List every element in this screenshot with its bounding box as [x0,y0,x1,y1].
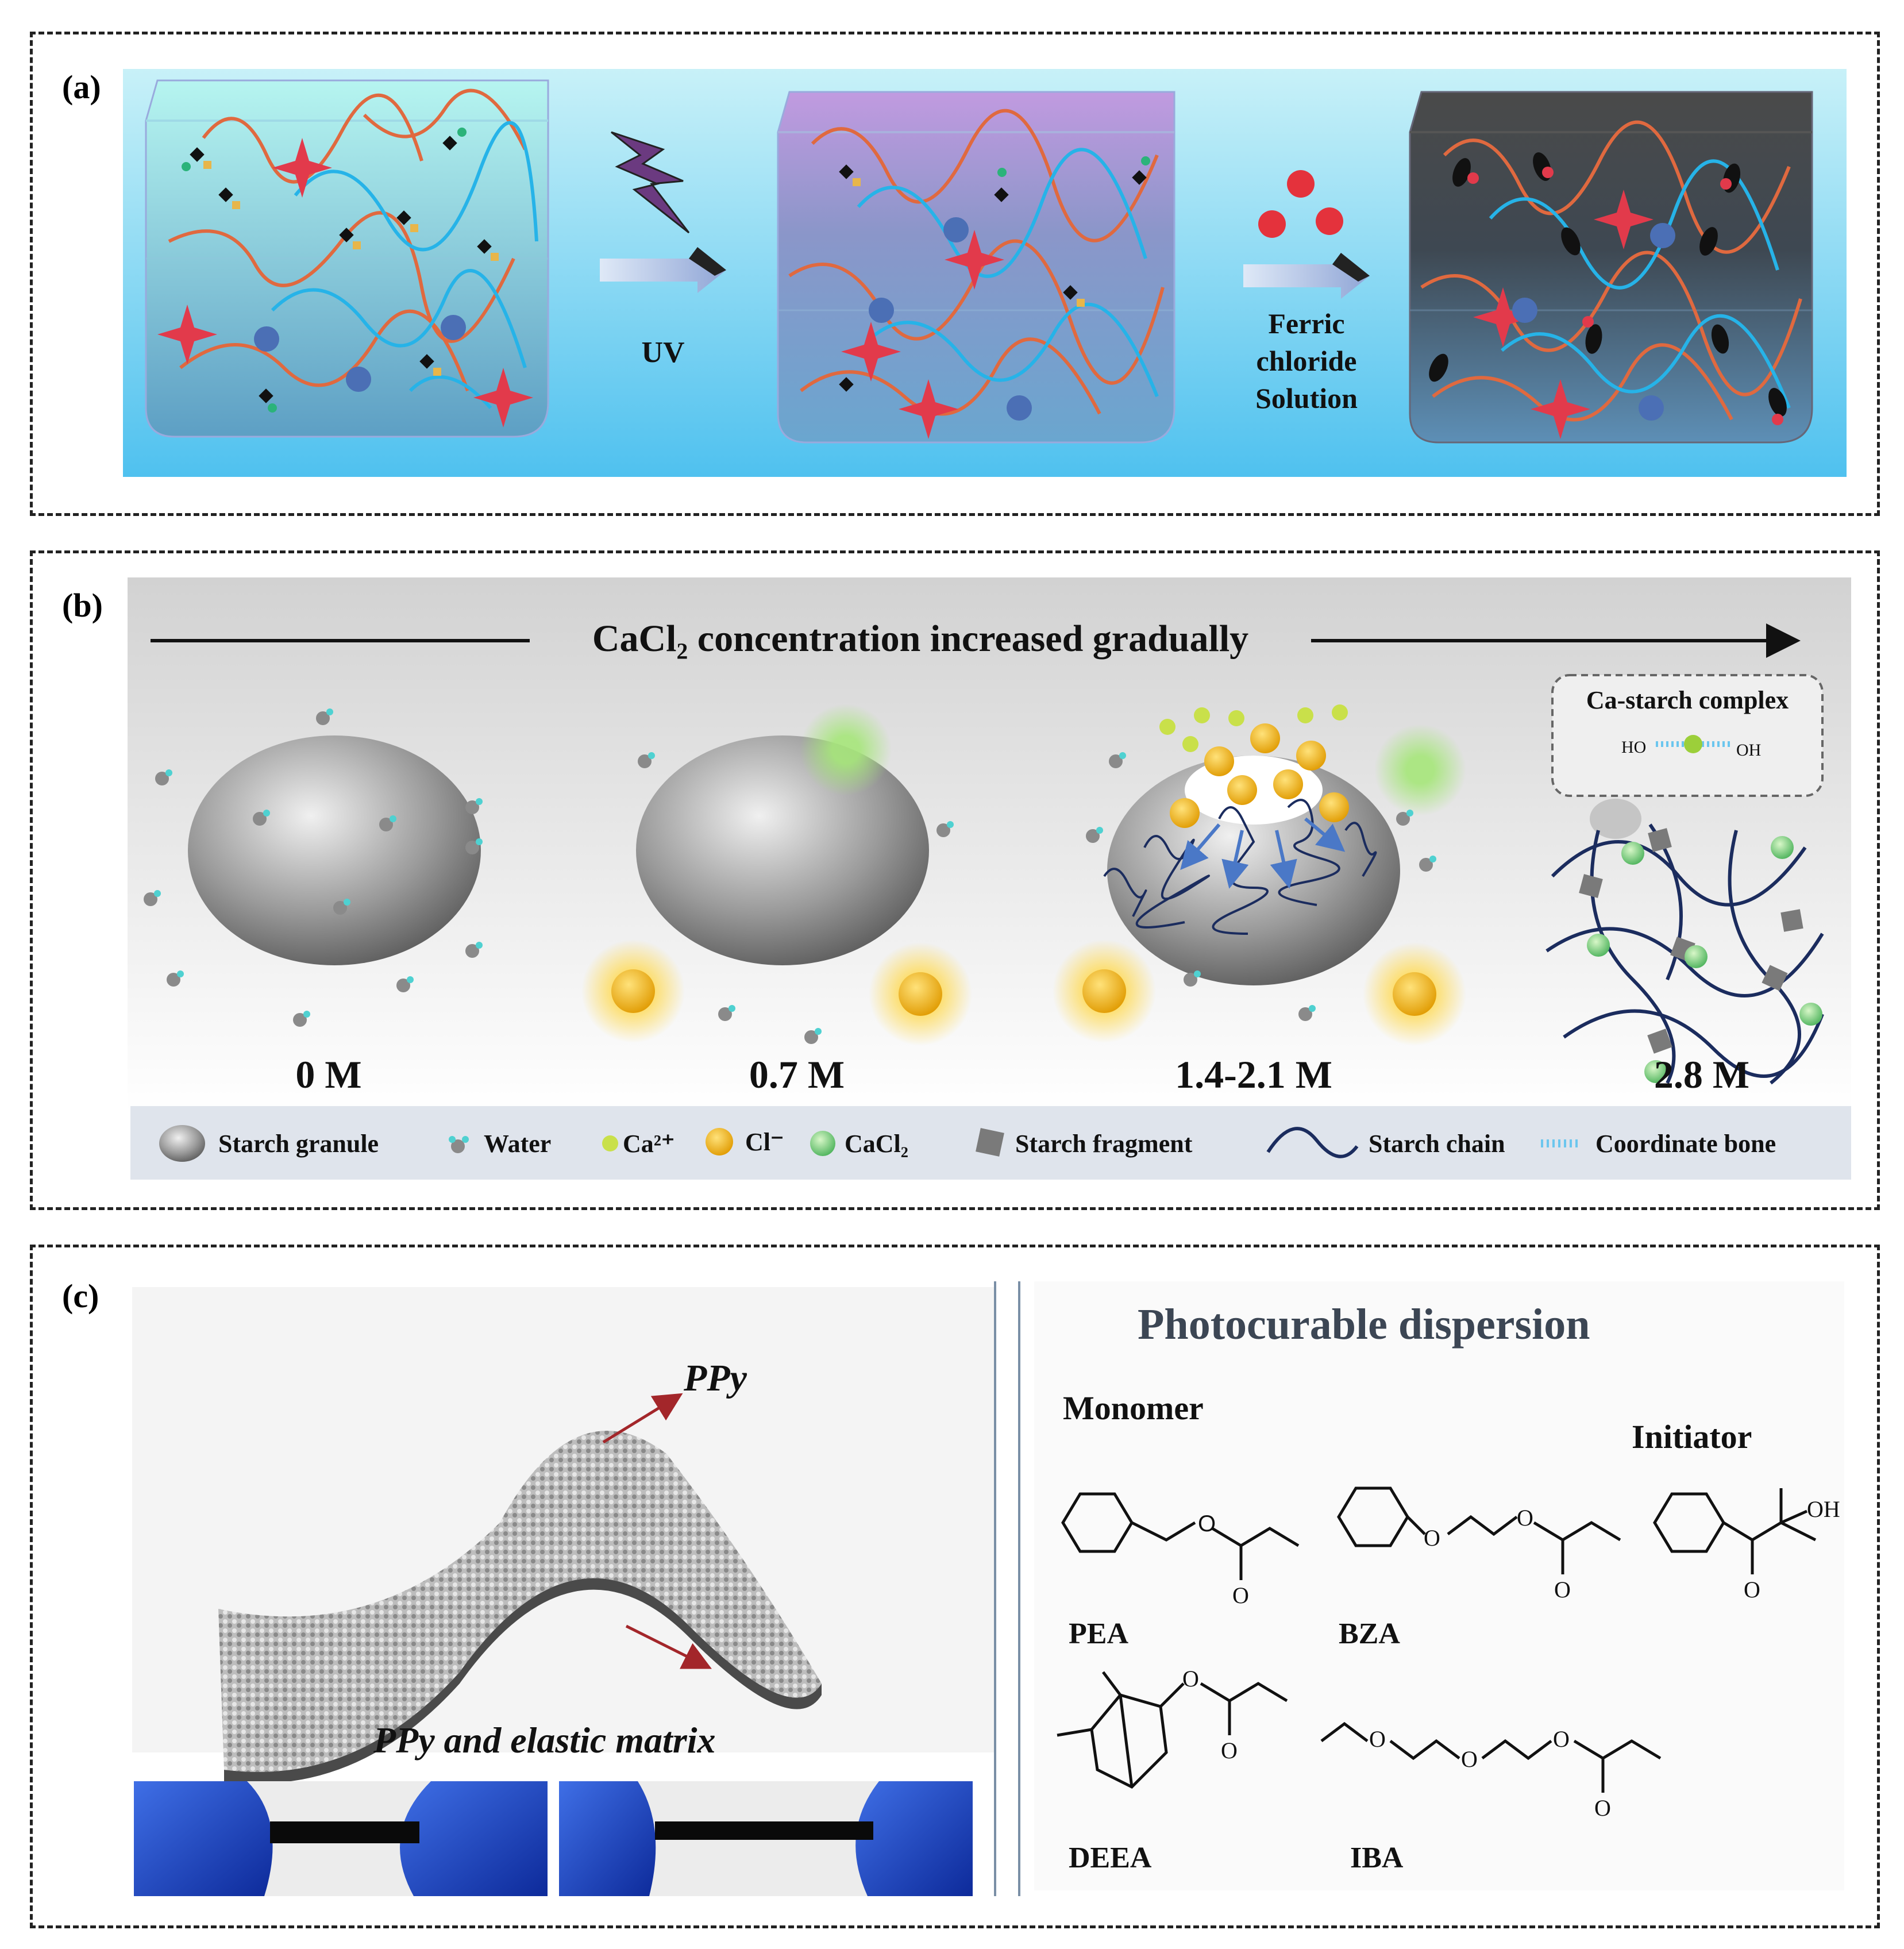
dispersion-bg [1034,1281,1844,1890]
pea-o-ester: O [1198,1511,1216,1536]
panel-c-label: (c) [62,1277,99,1315]
ferric-label-line2: chloride [1257,345,1357,377]
uv-label: UV [641,336,684,369]
chloride-ion-icon [706,1128,733,1155]
iba-o-2: O [1461,1746,1478,1772]
ferric-label-line3: Solution [1255,382,1358,414]
matrix-label: PPy and elastic matrix [373,1720,716,1761]
hydrogel-box-ferric [1409,91,1813,444]
iba-o-1: O [1369,1726,1386,1752]
bza-o-carbonyl: O [1554,1577,1571,1603]
ferric-arrow [1243,170,1370,299]
initiator-oh: OH [1807,1496,1840,1522]
bza-structure [1337,1486,1621,1574]
polymer-chains-2 [788,109,1165,416]
starch-fragment-icon [976,1128,1004,1157]
calcium-center [1684,735,1702,753]
panel-a-label: (a) [62,68,101,106]
starch-chain-icon [1266,1127,1359,1158]
ppy-sheet-surface [218,1431,822,1772]
stretch-photo-1 [134,1781,548,1896]
initiator-o-carbonyl: O [1744,1577,1760,1603]
ca-starch-complex-box [1551,674,1824,797]
chloride-ion [1393,972,1436,1016]
complex-oh-label: OH [1736,741,1761,760]
water-icon [449,1136,469,1153]
panel-c-scheme: PPy PPy and elastic matrix Photocurable … [132,1281,1844,1896]
compound-iba: IBA [1350,1842,1404,1874]
deea-o-carbonyl: O [1221,1738,1238,1763]
starch-granule-icon [159,1125,205,1162]
stage-label-14-21m: 1.4-2.1 M [1175,1053,1332,1096]
deea-o-ester: O [1182,1666,1199,1692]
stage-label-28m: 2.8 M [1654,1053,1749,1096]
stretch-photo-2 [559,1781,973,1896]
panel-b [30,550,1880,1210]
initiator-heading: Initiator [1632,1418,1752,1455]
ferric-ions-bound [1467,167,1783,425]
stage-label-07m: 0.7 M [749,1053,845,1096]
hydrated-calcium-07m [800,704,892,796]
polymer-chains-1 [168,88,538,409]
panel-a-scheme: UV Ferric chloride Solution [123,69,1847,477]
iba-structure [1320,1721,1662,1793]
compound-bza: BZA [1339,1617,1400,1650]
monomer-spheres [254,217,1675,421]
crosslinker-stars [157,138,1654,439]
monomer-heading: Monomer [1063,1389,1204,1427]
deea-structure [1057,1671,1288,1789]
chloride-ion [899,972,942,1016]
chloride-ion [611,969,655,1013]
panel-c [30,1245,1880,1928]
stage-label-0m: 0 M [295,1053,361,1096]
uv-arrow [600,131,726,293]
legend-starch-fragment: Starch fragment [1015,1130,1193,1158]
cacl2-particles [1587,836,1822,1083]
ppy-label: PPy [683,1357,747,1399]
calcium-ions-free [1159,704,1348,752]
panel-a [30,32,1880,516]
swelling-arrows [1180,817,1346,889]
complex-focus-highlight [1590,799,1641,839]
legend-starch-chain: Starch chain [1369,1130,1505,1158]
water-molecules [144,708,1436,1044]
ca-starch-complex-label: Ca-starch complex [1586,686,1789,714]
panel-b-label: (b) [62,587,103,624]
legend-water: Water [484,1130,551,1158]
ferric-complexes [1429,152,1787,417]
iba-o-3: O [1553,1726,1570,1752]
pea-structure [1061,1492,1300,1580]
chloride-ion [1082,969,1126,1013]
starch-granule-0m [188,735,481,965]
cacl2-icon [810,1131,835,1156]
calcium-ion-icon [602,1135,618,1151]
legend-ca-ion: Ca²⁺ [623,1130,675,1158]
iba-o-carbonyl: O [1594,1795,1611,1821]
bza-o-ether: O [1424,1525,1440,1551]
bza-o-ester: O [1517,1505,1533,1531]
complex-ho-label: HO [1621,738,1646,757]
legend-cacl2: CaCl₂ [845,1130,908,1158]
dispersion-title: Photocurable dispersion [1138,1300,1590,1349]
legend-coordinate-bond: Coordinate bone [1595,1130,1776,1158]
compound-pea: PEA [1069,1617,1128,1650]
compound-deea: DEEA [1069,1842,1152,1874]
panel-b-scheme: CaCl₂ concentration increased gradually … [128,577,1851,1180]
legend-starch-granule: Starch granule [218,1130,379,1158]
legend-cl-ion: Cl⁻ [745,1128,784,1156]
ferric-label-line1: Ferric [1268,307,1344,340]
ppy-pointer [602,1393,683,1444]
matrix-pointer [625,1624,712,1669]
initiator-structure [1653,1488,1817,1574]
pea-o-carbonyl: O [1232,1582,1249,1608]
hydrated-calcium-14m [1374,724,1466,816]
chloride-ions-attacking [1170,723,1349,828]
concentration-header: CaCl₂ concentration increased gradually [592,618,1248,660]
